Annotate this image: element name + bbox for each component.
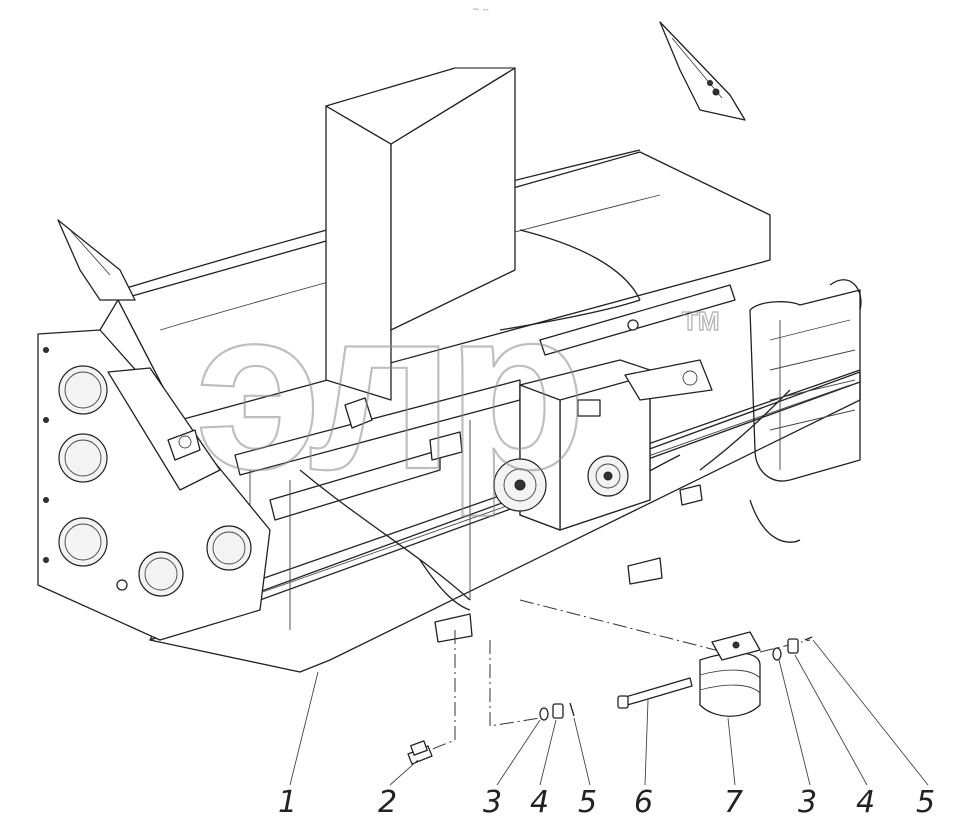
inspection-cover-4	[138, 551, 184, 597]
inspection-cover-1	[58, 365, 108, 415]
nut-part-4a	[552, 703, 564, 719]
watermark-text: элр	[195, 260, 579, 517]
callout-6: 6	[634, 785, 653, 820]
callout-labels: 1 2 3 4 5 6 7 3 4 5	[278, 785, 935, 820]
callout-2: 2	[378, 785, 397, 820]
snow-blower-frame	[37, 21, 862, 673]
watermark-logo: элр TM	[194, 259, 720, 518]
discharge-chute	[325, 67, 516, 401]
callout-3: 3	[483, 785, 502, 820]
nut-part-4b	[787, 638, 799, 654]
left-side-panel	[37, 329, 271, 641]
long-bolt-part-6	[617, 677, 693, 709]
pin-part-5b	[804, 636, 813, 641]
pin-part-5a	[569, 702, 575, 717]
bolt-part-2	[407, 740, 433, 765]
callout-5-right: 5	[916, 785, 935, 820]
inspection-cover-5	[206, 525, 252, 571]
callout-7: 7	[724, 785, 743, 820]
exploded-fasteners	[407, 599, 813, 765]
inspection-cover-3	[58, 517, 108, 567]
watermark-trademark: TM	[682, 306, 720, 336]
callout-4: 4	[530, 785, 549, 820]
leader-lines	[289, 639, 929, 786]
gearbox	[493, 359, 651, 531]
protective-cage	[749, 279, 862, 543]
shock-absorber-part-7	[699, 631, 761, 717]
inspection-cover-2	[58, 433, 108, 483]
callout-1: 1	[278, 785, 297, 820]
top-mark: ~ --	[472, 5, 489, 15]
washer-part-3a	[539, 707, 549, 721]
washer-part-3b	[772, 647, 782, 661]
callout-5: 5	[578, 785, 597, 820]
callout-4-right: 4	[856, 785, 875, 820]
callout-3-right: 3	[798, 785, 817, 820]
